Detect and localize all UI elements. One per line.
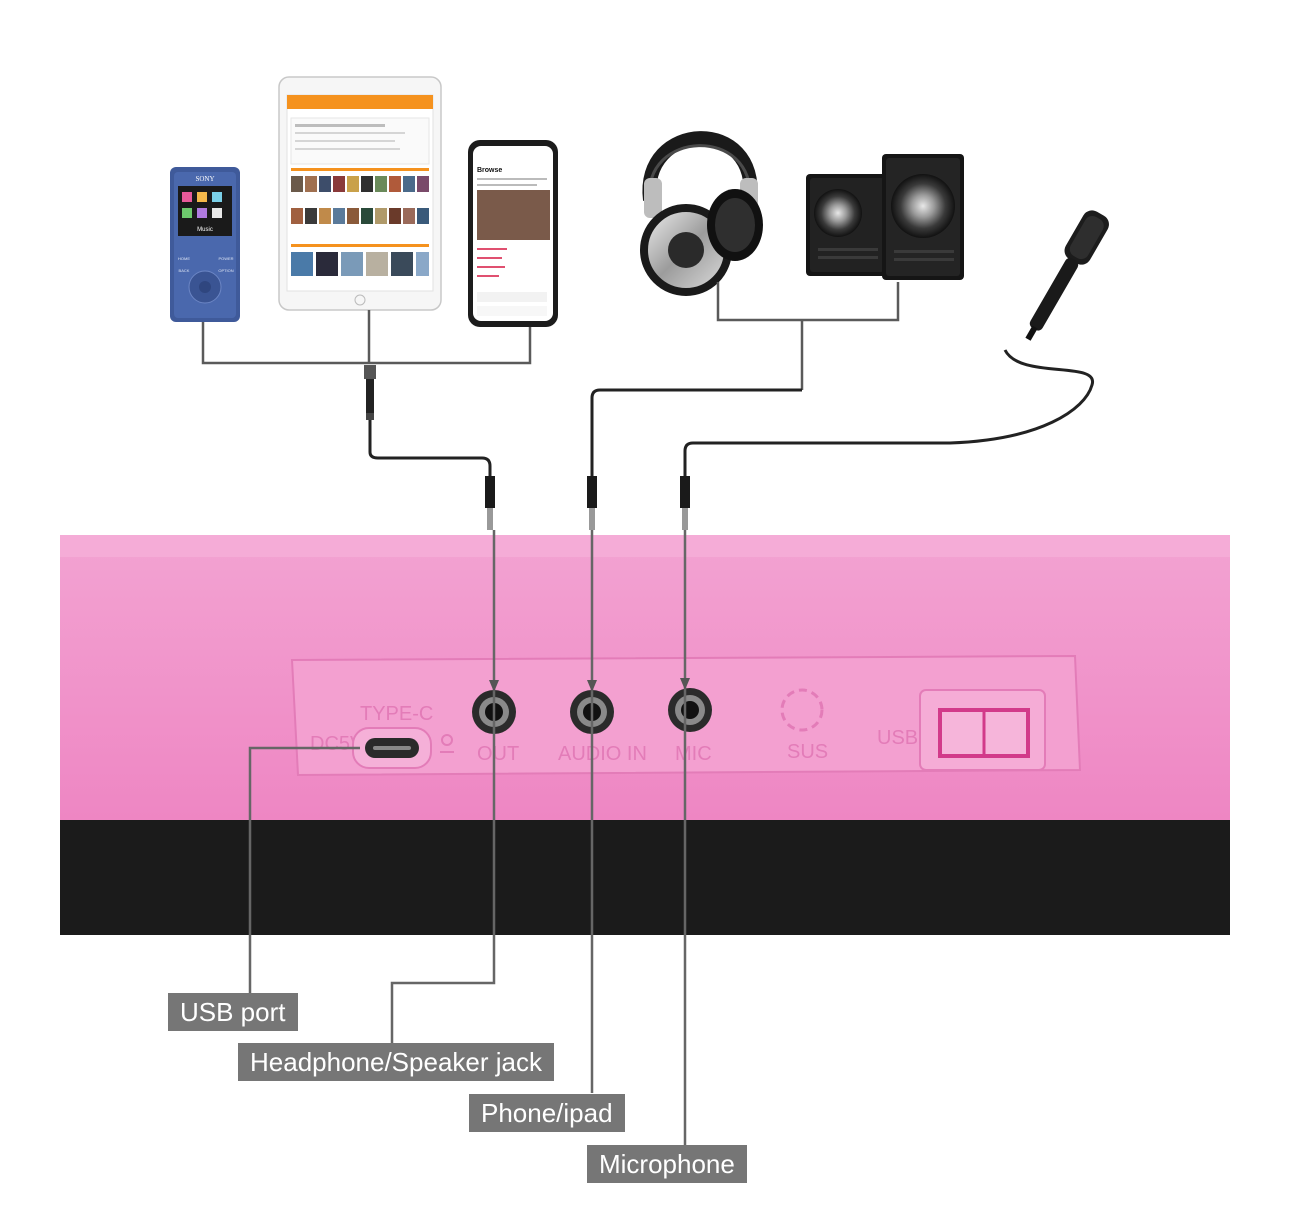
type-c-port[interactable] bbox=[352, 727, 432, 769]
callout-usb-port: USB port bbox=[168, 993, 298, 1031]
arrow-markers bbox=[489, 678, 690, 692]
headphones-icon bbox=[640, 131, 763, 296]
label-usb: USB bbox=[877, 727, 918, 749]
device-wires bbox=[201, 282, 1094, 478]
sustain-port[interactable] bbox=[780, 688, 824, 732]
smartphone-icon: Browse bbox=[468, 140, 558, 327]
label-sus: SUS bbox=[787, 741, 828, 763]
label-out: OUT bbox=[477, 743, 519, 765]
callout-headphone-speaker-jack: Headphone/Speaker jack bbox=[238, 1043, 554, 1081]
label-audio-in: AUDIO IN bbox=[558, 743, 647, 765]
label-dc5v: DC5V bbox=[310, 733, 364, 755]
tablet-icon bbox=[278, 76, 442, 311]
mic-jack[interactable] bbox=[668, 688, 712, 732]
callout-microphone: Microphone bbox=[587, 1145, 747, 1183]
audio-plug-mic bbox=[680, 476, 690, 530]
mp3-button-power: POWER bbox=[218, 256, 233, 261]
microphone-icon bbox=[1025, 210, 1109, 341]
phone-header: Browse bbox=[477, 167, 502, 174]
usb-port[interactable] bbox=[919, 689, 1046, 771]
power-symbol-icon bbox=[440, 734, 454, 753]
label-type-c: TYPE-C bbox=[360, 703, 433, 725]
mp3-button-back: BACK bbox=[179, 268, 190, 273]
mp3-player-icon: SONY Music HOME POWER BACK OPTION bbox=[170, 167, 240, 322]
mp3-button-option: OPTION bbox=[218, 268, 233, 273]
speakers-icon bbox=[806, 154, 964, 280]
keyboard-back-panel bbox=[60, 535, 1230, 935]
audio-plug-out bbox=[485, 476, 495, 530]
callout-leaders bbox=[248, 530, 687, 1145]
callout-phone-ipad: Phone/ipad bbox=[469, 1094, 625, 1132]
keyboard-base bbox=[60, 820, 1230, 935]
label-mic: MIC bbox=[675, 743, 712, 765]
mp3-button-home: HOME bbox=[178, 256, 190, 261]
audio-plug-audio-in bbox=[587, 476, 597, 530]
mp3-screen-label: Music bbox=[197, 227, 213, 233]
mp3-brand: SONY bbox=[195, 175, 214, 183]
audio-plug-players bbox=[364, 365, 376, 420]
